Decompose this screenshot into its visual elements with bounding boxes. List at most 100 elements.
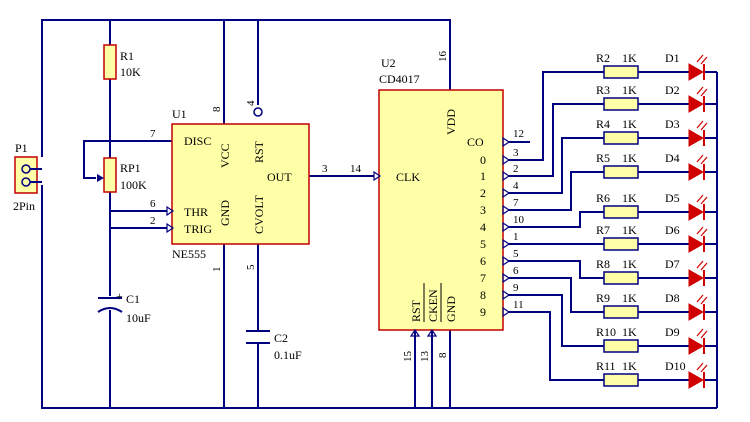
resistor-value: 1K [622, 151, 637, 165]
c1-plus: + [116, 289, 123, 303]
led-icon [688, 163, 705, 181]
led-icon [688, 303, 705, 321]
led-icon [688, 269, 705, 287]
u1-pin-out: OUT [267, 170, 292, 184]
u2-part: CD4017 [379, 72, 420, 86]
u1-ref: U1 [172, 107, 187, 121]
rp1-ref: RP1 [120, 161, 141, 175]
ic-u1-ne555: U1 NE555 DISC THR TRIG OUT VCC GND RST C… [150, 100, 328, 272]
led-icon [688, 129, 705, 147]
led-ref: D4 [665, 151, 680, 165]
u2-output-pin-number: 9 [513, 282, 519, 294]
led-icon [688, 337, 705, 355]
u1-num-2: 2 [150, 215, 156, 227]
c2-value: 0.1uF [274, 348, 302, 362]
resistor-ref: R5 [596, 151, 610, 165]
resistor [603, 205, 639, 219]
u2-output-pin-number: 5 [513, 248, 519, 260]
led-ref: D3 [665, 117, 680, 131]
resistor-r1: R1 10K [103, 44, 141, 80]
resistor [603, 271, 639, 285]
resistor-ref: R2 [596, 51, 610, 65]
u2-output-label: 4 [480, 220, 486, 234]
resistor-ref: R4 [596, 117, 610, 131]
u1-num-8: 8 [211, 106, 223, 112]
u1-pin-thr: THR [184, 205, 208, 219]
u2-output-pin [502, 289, 511, 301]
u1-num-4: 4 [245, 100, 257, 106]
led-icon [688, 95, 705, 113]
led-ref: D6 [665, 223, 680, 237]
u1-num-7: 7 [150, 128, 156, 140]
u2-output-label: 8 [480, 288, 486, 302]
led-emission-arrow [700, 196, 708, 205]
resistor-led-row: R5 1K D4 [596, 151, 708, 181]
led-emission-arrow [696, 260, 704, 269]
resistor-ref: R10 [596, 325, 616, 339]
led-icon [688, 63, 705, 81]
led-emission-arrow [696, 194, 704, 203]
u1-pin-vcc: VCC [218, 143, 232, 168]
connector-p1: P1 2Pin [13, 141, 42, 213]
u2-output-label: 2 [480, 186, 486, 200]
u1-pin-rst: RST [252, 140, 266, 163]
u2-output-label: 7 [480, 271, 486, 285]
u1-num-1: 1 [211, 267, 223, 273]
u2-output-pin-number: 3 [513, 147, 519, 159]
u2-num-14: 14 [350, 163, 362, 175]
u2-output-pin [502, 306, 511, 318]
u2-pin-vdd: VDD [444, 109, 458, 135]
u2-ref: U2 [381, 56, 396, 70]
r1-value: 10K [120, 65, 141, 79]
led-emission-arrow [696, 294, 704, 303]
led-emission-arrow [696, 328, 704, 337]
led-ref: D2 [665, 83, 680, 97]
u2-num-8: 8 [437, 352, 449, 358]
u2-output-pin [502, 221, 511, 233]
resistor-value: 1K [622, 359, 637, 373]
resistor-value: 1K [622, 191, 637, 205]
resistor-value: 1K [622, 51, 637, 65]
resistor [603, 165, 639, 179]
capacitor-c1: + C1 10uF [97, 289, 151, 325]
resistor-ref: R8 [596, 257, 610, 271]
led-ref: D5 [665, 191, 680, 205]
u2-num-13: 13 [419, 351, 431, 363]
u1-pin-cvolt: CVOLT [252, 194, 266, 234]
led-emission-arrow [700, 122, 708, 131]
u2-output-pin [502, 170, 511, 182]
u2-output-label: 9 [480, 305, 486, 319]
led-emission-arrow [696, 86, 704, 95]
led-ref: D8 [665, 291, 680, 305]
u2-output-pin-number: 11 [513, 299, 524, 311]
u2-output-label: 0 [480, 153, 486, 167]
u2-output-label: 1 [480, 169, 486, 183]
led-emission-arrow [700, 364, 708, 373]
led-emission-arrow [700, 330, 708, 339]
u1-pin-gnd: GND [218, 200, 232, 226]
u2-pin-cken: CKEN [426, 289, 440, 322]
u2-output-pin [502, 272, 511, 284]
led-emission-arrow [696, 154, 704, 163]
resistor-value: 1K [622, 291, 637, 305]
r1-ref: R1 [120, 49, 134, 63]
led-icon [688, 235, 705, 253]
u1-num-3: 3 [322, 163, 328, 175]
u2-num-15: 15 [402, 351, 414, 363]
resistor-value: 1K [622, 325, 637, 339]
led-ref: D7 [665, 257, 680, 271]
u2-output-pin [502, 187, 511, 199]
c2-ref: C2 [274, 331, 288, 345]
resistor [603, 237, 639, 251]
led-emission-arrow [696, 362, 704, 371]
resistor-ref: R7 [596, 223, 610, 237]
led-emission-arrow [700, 56, 708, 65]
u1-pin-trig: TRIG [184, 222, 212, 236]
rp1-value: 100K [120, 178, 147, 192]
